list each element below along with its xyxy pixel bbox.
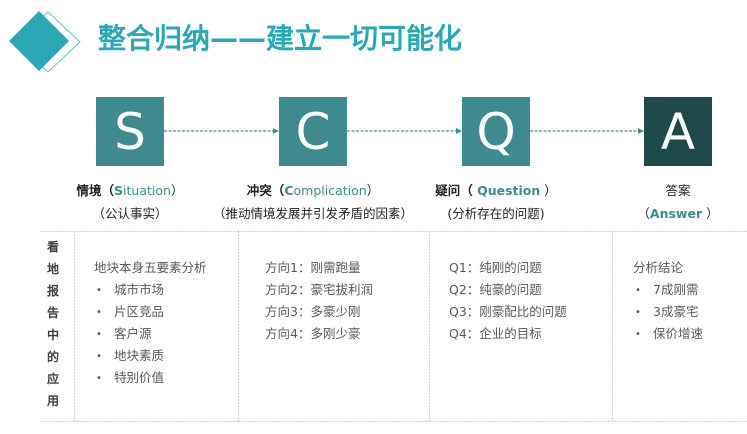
column-answer: 分析结论 • 7成刚需 • 3成豪宅 • 保价增速: [633, 259, 703, 347]
list-item: • 特别价值: [94, 369, 207, 391]
sub-open: （: [637, 206, 650, 221]
side-char: 应: [46, 372, 59, 386]
list-item: Q1：纯刚的问题: [449, 260, 542, 275]
step-box-question: Q: [462, 97, 530, 166]
step-sub-answer: （Answer ）: [637, 203, 718, 222]
step-sub-situation: （公认事实）: [92, 206, 168, 221]
side-char: 的: [46, 350, 59, 364]
list-item-text: 特别价值: [114, 370, 165, 385]
side-char: 告: [46, 306, 59, 320]
list-item: • 3成豪宅: [633, 303, 703, 325]
side-label-application: 看 地 报 告 中 的 应 用: [44, 238, 62, 414]
list-item-text: 7成刚需: [653, 282, 699, 297]
column-situation: 地块本身五要素分析 • 城市市场 • 片区竞品 • 客户源 • 地块素质 • 特别价值: [94, 259, 207, 391]
list-item-text: 城市市场: [114, 282, 165, 297]
list-item-text: 3成豪宅: [653, 304, 699, 319]
label-en-initial: S: [114, 183, 124, 198]
sub-close: ）: [702, 206, 719, 221]
bullet-icon: •: [635, 307, 641, 318]
list-item-text: 客户源: [114, 326, 152, 341]
step-label-complication: 冲突（Complication）: [247, 180, 379, 199]
list-item: • 保价增速: [633, 325, 703, 347]
list-item: • 客户源: [94, 325, 207, 347]
label-en-rest: omplication: [293, 183, 367, 198]
step-sub-question: (分析存在的问题): [447, 206, 545, 221]
bullet-icon: •: [96, 329, 102, 340]
list-item: Q2：纯豪的问题: [449, 282, 542, 297]
list-item: 方向3：多豪少刚: [265, 304, 361, 319]
column-heading: 地块本身五要素分析: [94, 260, 207, 275]
step-label-situation: 情境（Situation）: [77, 180, 184, 199]
label-en-rest: ituation: [123, 183, 171, 198]
arrow-right-icon: [164, 128, 279, 134]
list-item-text: 保价增速: [653, 326, 704, 341]
list-item-text: 地块素质: [114, 348, 165, 363]
step-box-answer: A: [644, 97, 712, 166]
arrow-right-icon: [347, 128, 462, 134]
list-item: • 片区竞品: [94, 303, 207, 325]
list-item: • 城市市场: [94, 281, 207, 303]
bullet-icon: •: [96, 373, 102, 384]
step-label-answer: 答案: [665, 180, 690, 199]
step-label-question: 疑问（ Question ）: [435, 180, 557, 199]
list-item: Q4：企业的目标: [449, 326, 542, 341]
column-heading: 分析结论: [633, 260, 684, 275]
column-question: Q1：纯刚的问题 Q2：纯豪的问题 Q3：刚豪配比的问题 Q4：企业的目标: [449, 259, 567, 347]
label-close: ）: [540, 183, 557, 198]
label-en-initial: C: [284, 183, 294, 198]
sub-en: Answer: [649, 206, 703, 221]
label-zh: 疑问（: [435, 183, 478, 198]
list-item: 方向2：豪宅拔利润: [265, 282, 373, 297]
label-en: Question: [477, 183, 541, 198]
side-char: 报: [46, 284, 59, 298]
side-char: 看: [46, 240, 59, 254]
label-zh: 答案: [665, 183, 691, 198]
diamond-logo-icon: [9, 11, 81, 73]
list-item-text: 片区竞品: [114, 304, 165, 319]
list-item: • 7成刚需: [633, 281, 703, 303]
page-title: 整合归纳——建立一切可能化: [98, 22, 463, 55]
list-item: 方向4：多刚少豪: [265, 326, 361, 341]
label-close: ）: [170, 183, 184, 198]
side-char: 用: [46, 394, 59, 408]
side-char: 地: [46, 262, 59, 276]
column-complication: 方向1：刚需跑量 方向2：豪宅拔利润 方向3：多豪少刚 方向4：多刚少豪: [265, 259, 373, 347]
label-zh: 冲突（: [246, 183, 285, 198]
list-item: • 地块素质: [94, 347, 207, 369]
arrow-right-icon: [530, 128, 644, 134]
step-box-situation: S: [96, 97, 164, 166]
side-char: 中: [46, 328, 59, 342]
bullet-icon: •: [96, 285, 102, 296]
label-zh: 情境（: [76, 183, 115, 198]
bullet-icon: •: [96, 307, 102, 318]
list-item: Q3：刚豪配比的问题: [449, 304, 567, 319]
list-item: 方向1：刚需跑量: [265, 260, 361, 275]
bullet-icon: •: [635, 329, 641, 340]
bullet-icon: •: [96, 351, 102, 362]
label-close: ）: [366, 183, 380, 198]
step-sub-complication: （推动情境发展并引发矛盾的因素）: [212, 206, 414, 221]
bullet-icon: •: [635, 285, 641, 296]
step-box-complication: C: [279, 97, 347, 166]
